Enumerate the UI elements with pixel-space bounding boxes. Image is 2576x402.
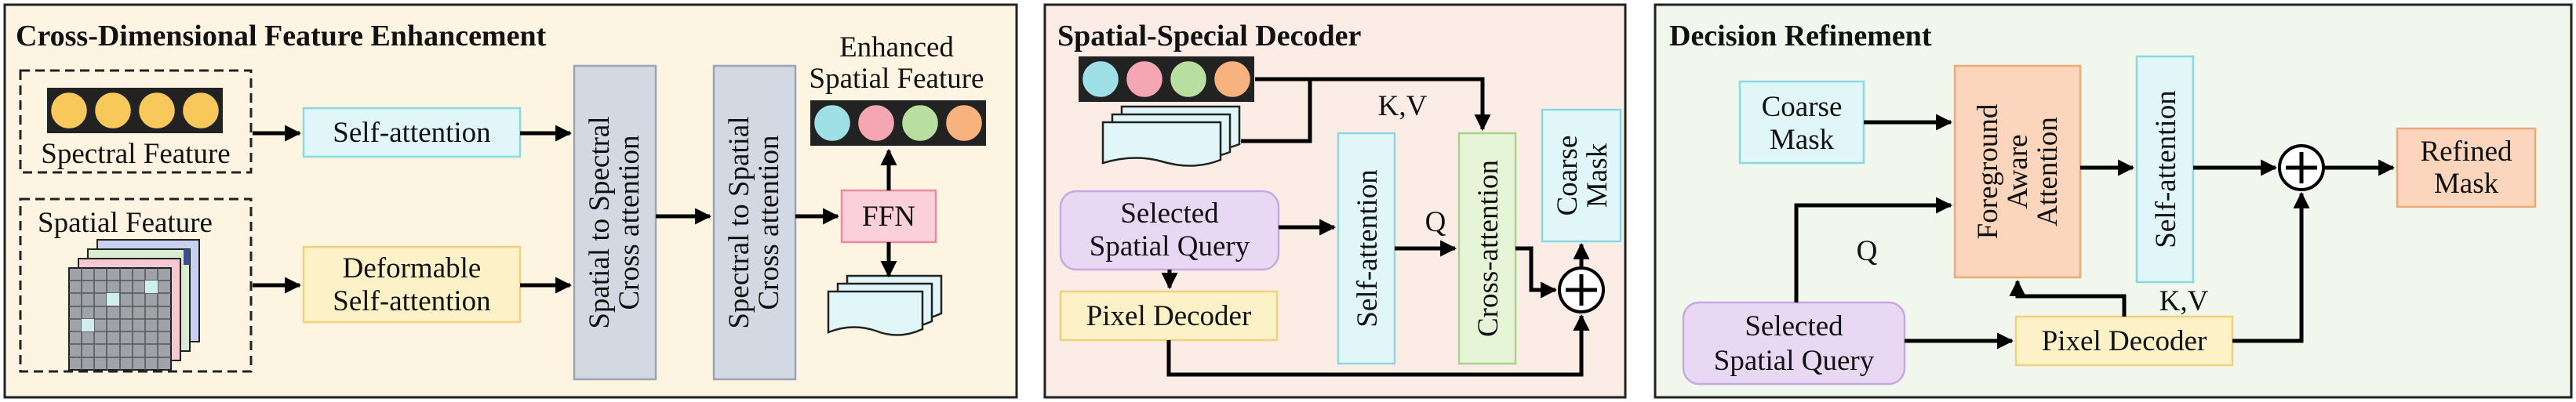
cross-attention-block — [1457, 132, 1517, 365]
decoder-self-attention-block — [1337, 132, 1396, 365]
decoder-coarse-line2: Mask — [1581, 143, 1614, 208]
refine-sum-node — [2278, 144, 2325, 191]
decoder-query-line2: Spatial Query — [1090, 230, 1250, 263]
refine-q-label: Q — [1857, 235, 1878, 267]
kv-label: K,V — [1378, 90, 1428, 122]
fg-label-line3: Attention — [2032, 117, 2064, 226]
fg-label-line2: Aware — [2002, 134, 2034, 208]
spa2spec-label-line1: Spatial to Spectral — [584, 116, 616, 328]
refined-mask-block — [2396, 127, 2537, 208]
panel-decision-refinement: Decision Refinement Coarse Mask Foregrou… — [1654, 3, 2573, 399]
spectral-feature-label: Spectral Feature — [41, 138, 230, 170]
spectral-feature-box — [19, 69, 253, 174]
decoder-token — [1212, 59, 1253, 100]
refined-line2: Mask — [2434, 168, 2499, 200]
enhanced-token — [812, 103, 853, 143]
decoder-tokens — [1080, 59, 1253, 100]
spa2spec-label-line2: Cross attention — [613, 135, 646, 310]
spectral-token — [93, 90, 133, 131]
spec2spa-label-line2: Cross attention — [753, 135, 785, 310]
panel-cross-dimensional: Cross-Dimensional Feature Enhancement Sp… — [3, 3, 1018, 399]
refine-query-line2: Spatial Query — [1714, 345, 1875, 377]
enhanced-tokens — [812, 103, 984, 143]
deformable-label-line1: Deformable — [343, 252, 482, 284]
panel-1-title: Cross-Dimensional Feature Enhancement — [16, 20, 547, 53]
enhanced-label-line2: Spatial Feature — [810, 63, 984, 95]
spectral-to-spatial-cross-attention-block — [712, 64, 797, 381]
decoder-coarse-line1: Coarse — [1552, 136, 1584, 216]
spectral-token — [49, 90, 89, 131]
panel-spatial-special-decoder: Spatial-Special Decoder K,V Selected Spa… — [1043, 3, 1627, 399]
spatial-to-spectral-cross-attention-block — [573, 64, 657, 381]
decoder-feature-stack — [1101, 105, 1241, 167]
enhanced-label-line1: Enhanced — [839, 31, 954, 63]
spatial-feature-label: Spatial Feature — [38, 207, 213, 239]
refine-coarse-line1: Coarse — [1762, 91, 1843, 123]
cross-attention-label: Cross-attention — [1472, 160, 1504, 337]
refine-selected-spatial-query — [1682, 301, 1906, 386]
decoder-self-attention-label: Self-attention — [1352, 169, 1384, 327]
decoder-q-label: Q — [1425, 206, 1446, 238]
fg-label-line1: Foreground — [1972, 103, 2004, 239]
refine-self-attention-label: Self-attention — [2150, 90, 2182, 248]
decoder-pixel-decoder-block — [1059, 290, 1279, 342]
enhanced-token — [900, 103, 941, 143]
refine-self-attention-block — [2135, 55, 2195, 284]
spatial-grid-stack — [68, 239, 200, 371]
panel-2-title: Spatial-Special Decoder — [1057, 20, 1361, 53]
ffn-label: FFN — [862, 201, 915, 233]
decoder-coarse-mask-block — [1541, 108, 1622, 243]
refine-query-line1: Selected — [1745, 310, 1843, 342]
refine-pixel-decoder-label: Pixel Decoder — [2042, 325, 2207, 357]
output-feature-stack — [827, 274, 943, 336]
deformable-label-line2: Self-attention — [333, 285, 490, 317]
decoder-token — [1124, 59, 1165, 100]
decoder-token — [1080, 59, 1121, 100]
decoder-sum-node — [1558, 266, 1605, 313]
spatial-feature-box — [19, 197, 253, 373]
refine-kv-label: K,V — [2159, 285, 2209, 317]
decoder-token — [1168, 59, 1209, 100]
decoder-query-line1: Selected — [1120, 197, 1219, 230]
refine-coarse-line2: Mask — [1770, 124, 1835, 156]
foreground-aware-attention-block — [1953, 64, 2082, 279]
spectral-token — [136, 90, 177, 131]
self-attention-block — [302, 107, 522, 158]
enhanced-token — [856, 103, 897, 143]
spectral-tokens — [49, 90, 221, 131]
decoder-pixel-decoder-label: Pixel Decoder — [1086, 300, 1252, 332]
self-attention-label: Self-attention — [333, 117, 490, 149]
enhanced-token — [944, 103, 984, 143]
spec2spa-label-line1: Spectral to Spatial — [723, 116, 755, 328]
spectral-token — [180, 90, 221, 131]
refined-line1: Refined — [2420, 136, 2512, 168]
panel-3-title: Decision Refinement — [1669, 20, 1932, 53]
